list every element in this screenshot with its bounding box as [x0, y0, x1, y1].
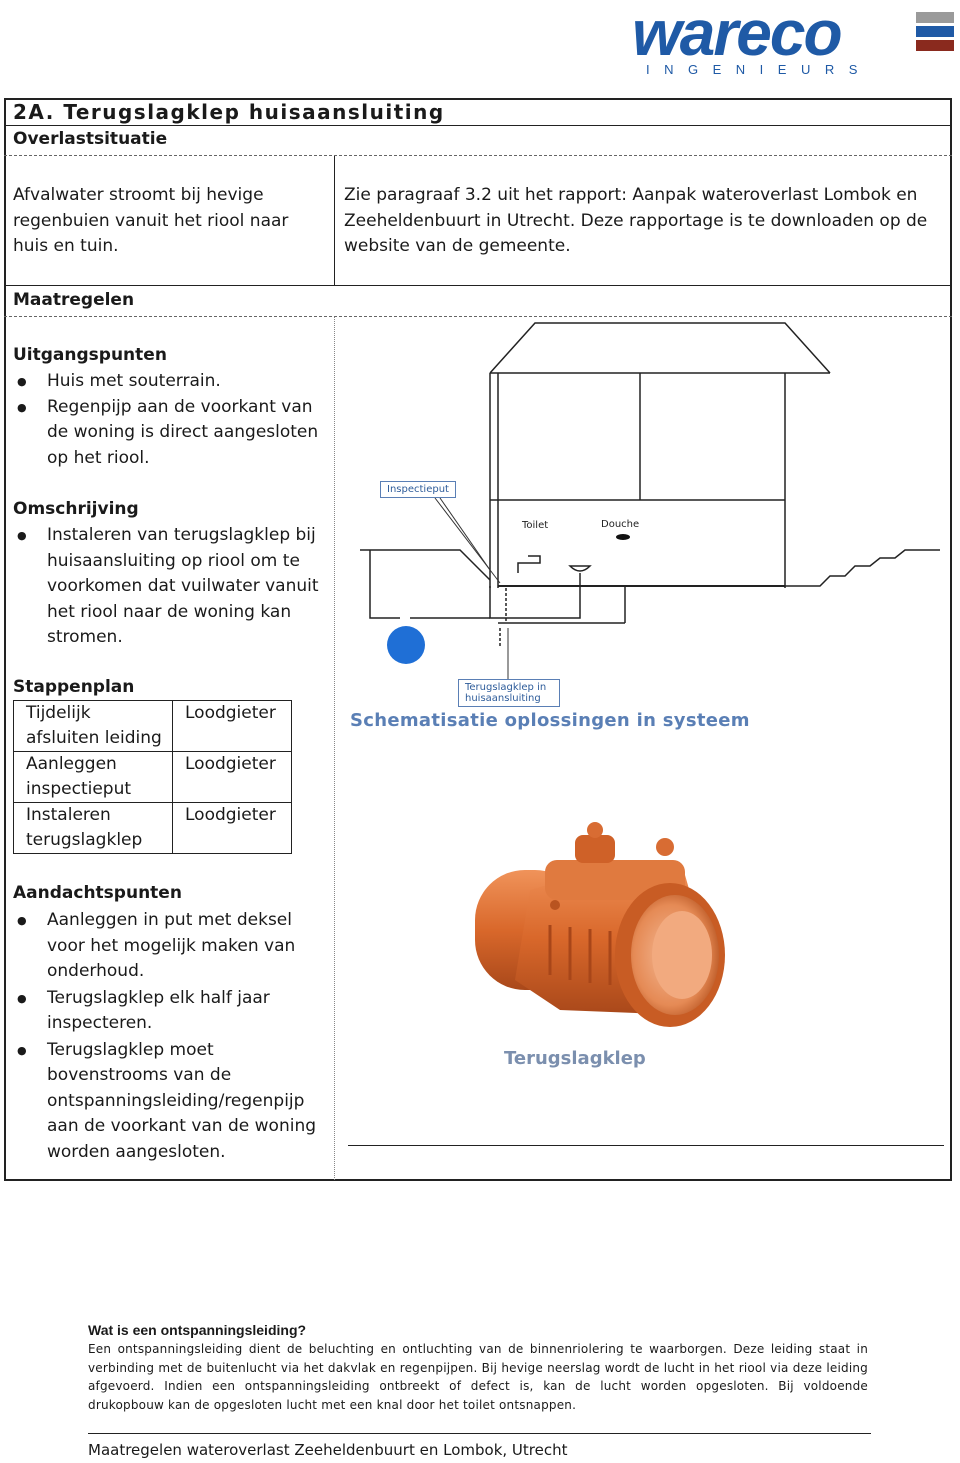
footer-divider [88, 1433, 871, 1434]
list-item: Terugslagklep elk half jaar inspecteren. [13, 986, 323, 1037]
wareco-logo: wareco INGENIEURS [628, 0, 956, 80]
situation-left-text: Afvalwater stroomt bij hevige regenbuien… [13, 185, 289, 256]
valve-callout: Terugslagklep in huisaansluiting [458, 679, 560, 707]
table-row: Tijdelijk afsluiten leiding Loodgieter [13, 700, 292, 752]
douche-label: Douche [601, 519, 640, 530]
who-cell: Loodgieter [172, 700, 292, 752]
situation-divider [4, 285, 952, 286]
step-cell: Tijdelijk afsluiten leiding [13, 700, 173, 752]
logo-subtitle: INGENIEURS [646, 62, 872, 77]
photo-underline [348, 1145, 944, 1146]
inspectieput-callout: Inspectieput [380, 481, 456, 498]
measures-divider [4, 316, 952, 317]
omschrijving-list: Instaleren van terugslagklep bij huisaan… [13, 523, 323, 651]
aandachtspunten-heading: Aandachtspunten [13, 883, 182, 903]
who-cell: Loodgieter [172, 802, 292, 854]
title-divider [4, 125, 952, 126]
valve-caption: Terugslagklep [504, 1048, 646, 1069]
omschrijving-heading: Omschrijving [13, 499, 139, 519]
logo-wordmark: wareco [632, 0, 843, 69]
list-item: Terugslagklep moet bovenstrooms van de o… [13, 1038, 323, 1166]
list-item: Aanleggen in put met deksel voor het mog… [13, 908, 323, 985]
subtitle-divider [4, 155, 952, 156]
step-cell: Aanleggen inspectieput [13, 751, 173, 803]
note-title: Wat is een ontspanningsleiding? [88, 1322, 307, 1338]
list-item: Huis met souterrain. [13, 369, 323, 395]
page-footer: Maatregelen wateroverlast Zeeheldenbuurt… [88, 1441, 568, 1459]
situation-right-text: Zie paragraaf 3.2 uit het rapport: Aanpa… [344, 185, 928, 256]
section-title: 2A. Terugslagklep huisaansluiting [13, 100, 445, 124]
measures-heading: Maatregelen [13, 290, 135, 310]
house-section-diagram [360, 322, 940, 683]
diagram-caption: Schematisatie oplossingen in systeem [350, 710, 750, 731]
step-cell: Instaleren terugslagklep [13, 802, 173, 854]
note-body: Een ontspanningsleiding dient de belucht… [88, 1342, 868, 1412]
who-cell: Loodgieter [172, 751, 292, 803]
stappenplan-table: Tijdelijk afsluiten leiding Loodgieter A… [13, 700, 292, 854]
terugslagklep-photo [475, 822, 725, 1027]
aandachtspunten-list: Aanleggen in put met deksel voor het mog… [13, 908, 323, 1165]
situation-column-divider [334, 156, 335, 285]
uitgangspunten-heading: Uitgangspunten [13, 345, 167, 365]
list-item: Regenpijp aan de voorkant van de woning … [13, 395, 323, 472]
list-item: Instaleren van terugslagklep bij huisaan… [13, 523, 323, 651]
note-block: Wat is een ontspanningsleiding? Een onts… [88, 1322, 868, 1414]
content-frame [4, 98, 952, 1181]
table-row: Instaleren terugslagklep Loodgieter [13, 802, 292, 854]
measures-column-divider [334, 317, 335, 1180]
uitgangspunten-list: Huis met souterrain. Regenpijp aan de vo… [13, 369, 323, 471]
logo-bars [916, 12, 954, 54]
table-row: Aanleggen inspectieput Loodgieter [13, 751, 292, 803]
toilet-label: Toilet [522, 520, 549, 531]
stappenplan-heading: Stappenplan [13, 677, 135, 697]
section-subtitle: Overlastsituatie [13, 129, 168, 149]
